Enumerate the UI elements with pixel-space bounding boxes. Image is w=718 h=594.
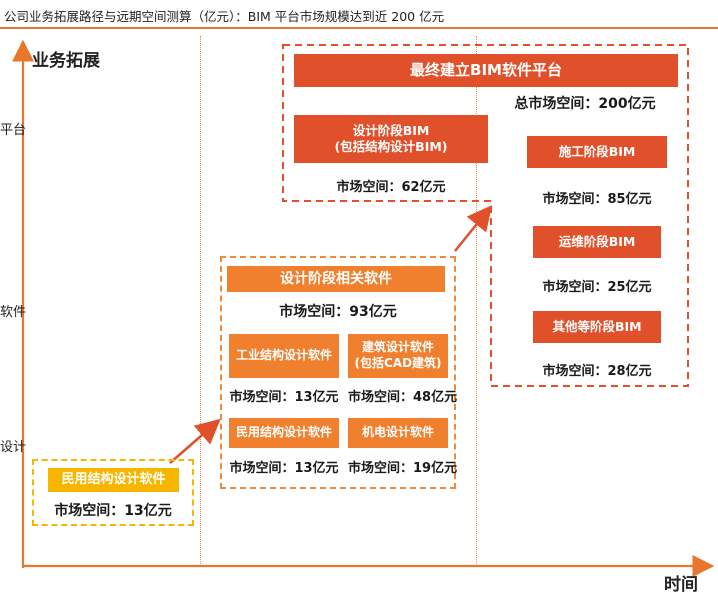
design-bim-market: 市场空间：62亿元 (336, 180, 446, 195)
design-bim-box: 设计阶段BIM (包括结构设计BIM) (294, 115, 488, 163)
stage-separator-2 (476, 36, 477, 566)
stage2-frame (220, 256, 456, 489)
growth-arrow-1 (169, 418, 221, 464)
page-title: 公司业务拓展路径与远期空间测算（亿元）：BIM 平台市场规模达到近 200 亿元 (4, 9, 445, 24)
industrial-structure-box: 工业结构设计软件 (229, 334, 339, 378)
stage2-header: 设计阶段相关软件 (227, 266, 445, 292)
architecture-box: 建筑设计软件 (包括CAD建筑) (348, 334, 448, 378)
architecture-box-line2: (包括CAD建筑) (354, 356, 442, 370)
other-bim-box: 其他等阶段BIM (533, 311, 661, 343)
civil-structure-box: 民用结构设计软件 (229, 418, 339, 448)
y-axis-title: 业务拓展 (32, 51, 100, 71)
y-tick-platform: 平台 (0, 123, 27, 138)
y-tick-software: 软件 (0, 305, 27, 320)
title-divider (0, 27, 718, 29)
operation-bim-box: 运维阶段BIM (533, 226, 661, 258)
stage2-header-market: 市场空间：93亿元 (279, 304, 397, 320)
stage1-box: 民用结构设计软件 (48, 468, 179, 492)
stage3-header: 最终建立BIM软件平台 (294, 54, 678, 87)
mep-market: 市场空间：19亿元 (348, 461, 458, 476)
civil-structure-market: 市场空间：13亿元 (229, 461, 339, 476)
mep-box: 机电设计软件 (348, 418, 448, 448)
growth-arrow-2 (454, 205, 493, 252)
x-axis-title: 时间 (664, 575, 698, 594)
stage1-market: 市场空间：13亿元 (54, 503, 172, 519)
design-bim-line2: (包括结构设计BIM) (334, 139, 448, 154)
stage1-frame (32, 459, 194, 526)
construction-bim-box: 施工阶段BIM (527, 136, 667, 168)
construction-bim-market: 市场空间：85亿元 (542, 192, 652, 207)
other-bim-market: 市场空间：28亿元 (542, 364, 652, 379)
design-bim-line1: 设计阶段BIM (352, 122, 430, 138)
y-tick-design: 设计 (0, 440, 27, 455)
stage3-total-market: 总市场空间：200亿元 (514, 96, 656, 112)
architecture-box-line1: 建筑设计软件 (361, 340, 434, 355)
stage-separator-1 (200, 36, 201, 566)
architecture-market: 市场空间：48亿元 (348, 390, 458, 405)
operation-bim-market: 市场空间：25亿元 (542, 280, 652, 295)
industrial-structure-market: 市场空间：13亿元 (229, 390, 339, 405)
